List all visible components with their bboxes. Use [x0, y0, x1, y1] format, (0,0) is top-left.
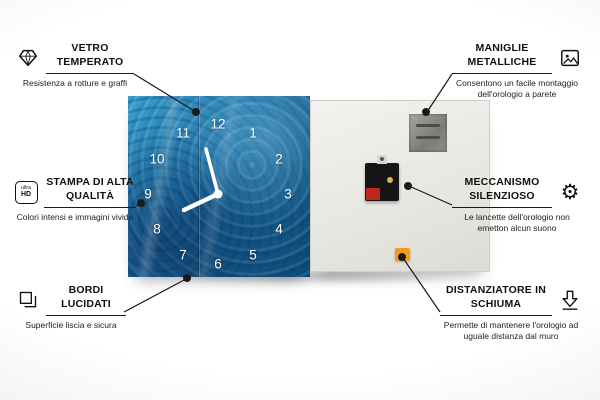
clock-number: 1 [249, 125, 257, 141]
wall-picture-icon [558, 46, 582, 70]
clock-number: 12 [210, 116, 226, 132]
foam-spacer [395, 248, 410, 261]
panel-seam [198, 96, 199, 277]
clock-number: 11 [175, 125, 191, 141]
callout-description: Permette di mantenere l'orologio ad ugua… [443, 320, 579, 342]
diamond-icon [16, 46, 40, 70]
metal-hanger-plate [409, 114, 447, 152]
clock-number: 3 [284, 186, 292, 202]
clock-number: 2 [275, 151, 283, 167]
callout-distanziatore-in-schiuma: DISTANZIATORE IN SCHIUMA Permette di man… [440, 284, 582, 342]
callout-description: Consentono un facile montaggio dell'orol… [456, 78, 578, 100]
callout-meccanismo-silenzioso: ⚙ MECCANISMO SILENZIOSO Le lancette dell… [452, 176, 582, 234]
callout-title: MECCANISMO SILENZIOSO [464, 176, 540, 202]
callout-description: Resistenza a rotture e graffi [22, 78, 128, 89]
clock-number: 9 [144, 186, 152, 202]
clock-front-view: 12 1 2 3 4 5 6 7 8 9 10 11 [128, 96, 310, 277]
hanger-slot [416, 136, 440, 139]
callout-title: DISTANZIATORE IN SCHIUMA [445, 284, 547, 310]
callout-title: MANIGLIE METALLICHE [467, 42, 537, 68]
callout-title: STAMPA DI ALTA QUALITÀ [46, 176, 134, 202]
foam-spacer-icon [558, 288, 582, 312]
callout-vetro-temperato: VETRO TEMPERATO Resistenza a rotture e g… [16, 42, 134, 89]
clock-number: 10 [149, 151, 165, 167]
callout-title: VETRO TEMPERATO [56, 42, 124, 68]
gear-icon: ⚙ [560, 179, 580, 204]
clock-mechanism [365, 155, 399, 201]
hand-shaft [387, 177, 393, 183]
clock-back-view [310, 100, 490, 272]
clock-number: 4 [275, 221, 283, 237]
callout-description: Colori intensi e immagini vivide [16, 212, 134, 223]
clock-number: 6 [214, 256, 222, 272]
clock-number: 8 [153, 221, 161, 237]
callout-bordi-lucidati: BORDI LUCIDATI Superficie liscia e sicur… [16, 284, 126, 331]
hanger-hook [377, 155, 387, 164]
clock-number: 5 [249, 247, 257, 263]
callout-description: Le lancette dell'orologio non emetton al… [464, 212, 570, 234]
callout-maniglie-metalliche: MANIGLIE METALLICHE Consentono un facile… [452, 42, 582, 100]
battery [366, 188, 380, 200]
hanger-slot [416, 124, 440, 127]
polished-edge-icon [16, 288, 40, 312]
callout-description: Superficie liscia e sicura [25, 320, 117, 331]
callout-title: BORDI LUCIDATI [61, 284, 111, 310]
clock-number: 7 [179, 247, 187, 263]
